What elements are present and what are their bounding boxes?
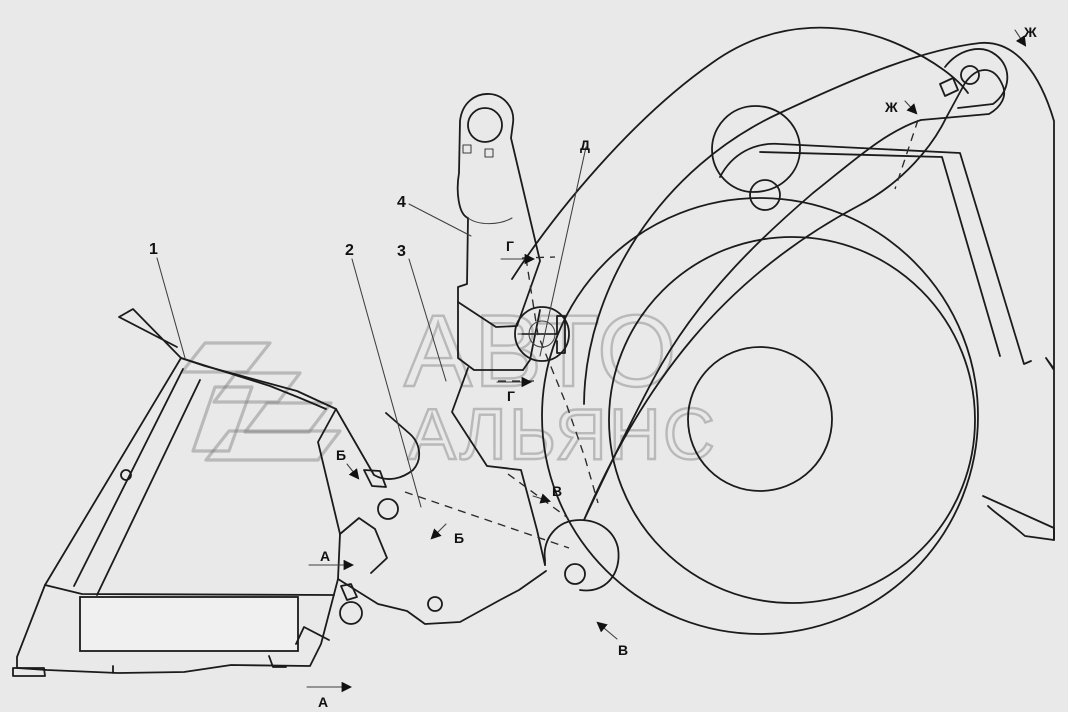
section-label-zh-top: Ж xyxy=(1023,24,1037,40)
upper-link-top-hole xyxy=(467,107,503,143)
leader-d xyxy=(539,146,587,357)
section-zh-mid-arrow xyxy=(904,100,918,115)
lift-arm-main-beam xyxy=(583,69,1006,521)
guide-b xyxy=(404,491,570,549)
guide-zh xyxy=(894,119,919,190)
bucket-side-hole xyxy=(120,469,132,481)
bucket-upper-link-pin xyxy=(363,469,387,488)
bucket-upper-link-shape xyxy=(335,408,420,480)
section-b-lower-arrow xyxy=(430,523,447,540)
lift-arm-lower-pivot-shape xyxy=(543,519,620,592)
bucket-link-lower-edge xyxy=(337,570,547,625)
bucket-lower-link-pin xyxy=(340,583,358,601)
rear-frame-inner-line xyxy=(759,151,1001,357)
bucket-top-lip xyxy=(118,308,182,359)
upper-link-bolt-1 xyxy=(462,144,472,154)
bucket-upper-link-hole xyxy=(377,498,399,520)
section-v-upper-arrow xyxy=(532,493,552,504)
leaders xyxy=(156,146,587,508)
section-label-a-top: А xyxy=(320,548,330,564)
rear-frame-outline xyxy=(719,142,1032,365)
callout-labels: 1 2 3 4 xyxy=(149,194,406,260)
bucket-inner-slope xyxy=(73,368,184,587)
bucket-bolt-foot xyxy=(268,655,287,668)
lift-arm-front-lower-edge xyxy=(451,367,546,566)
upper-link-lower-plate xyxy=(457,301,524,371)
lift-arm xyxy=(451,26,1009,592)
section-labels: А А Б Б В В Г Г Д Ж Ж xyxy=(318,24,1037,710)
section-label-d: Д xyxy=(580,137,590,153)
bucket-assembly xyxy=(12,308,547,677)
section-label-b-lower: Б xyxy=(454,530,464,546)
section-label-a-bottom: А xyxy=(318,694,328,710)
bucket-lower-link-shape xyxy=(339,517,388,574)
section-label-g-lower: Г xyxy=(507,388,515,404)
watermark-logo xyxy=(180,341,342,462)
bucket-floor-panel xyxy=(79,596,299,652)
lift-arm-lower-hole xyxy=(564,563,586,585)
bucket-lug xyxy=(295,626,330,645)
upper-link-bolt-2 xyxy=(484,148,494,158)
bucket-toe xyxy=(12,667,46,677)
pivot-bolt xyxy=(521,315,566,354)
upper-linkage xyxy=(456,93,541,371)
watermark-line-2: АЛЬЯНС xyxy=(408,395,717,475)
upper-link-bottom-curve xyxy=(467,217,513,225)
leader-3 xyxy=(408,258,447,382)
bucket-lower-link-hole xyxy=(339,601,363,625)
bucket-side-brace xyxy=(96,379,201,596)
top-pin-plate xyxy=(944,48,1009,109)
top-lock-pin xyxy=(939,77,959,97)
section-label-zh-mid: Ж xyxy=(884,99,898,115)
linkage-center-hole xyxy=(427,596,443,612)
section-markers xyxy=(306,29,1027,693)
lift-arm-top-curve xyxy=(511,26,969,280)
upper-link-lower-edge xyxy=(522,309,541,371)
fender-body xyxy=(583,42,1055,541)
callout-2: 2 xyxy=(345,242,354,259)
section-label-v-lower: В xyxy=(618,642,628,658)
section-label-b-upper: Б xyxy=(336,447,346,463)
guide-g-vertical xyxy=(525,257,599,504)
rear-pivot-hole xyxy=(749,179,781,211)
leader-2 xyxy=(351,258,422,508)
rear-fender-tail xyxy=(982,495,1055,541)
guide-v xyxy=(507,473,569,519)
section-label-v-upper: В xyxy=(552,483,562,499)
upper-link-arm xyxy=(456,93,541,328)
bucket-bottom-edge xyxy=(44,584,335,596)
top-pin-hole xyxy=(960,65,980,85)
callout-3: 3 xyxy=(397,243,406,260)
leader-4 xyxy=(408,203,472,237)
callout-4: 4 xyxy=(397,194,406,211)
bucket-upper-slope xyxy=(180,357,327,410)
wheel-hub xyxy=(687,346,833,492)
pivot-ring xyxy=(514,306,570,362)
watermark-text: АВТО АЛЬЯНС xyxy=(403,293,717,476)
leader-1 xyxy=(156,257,186,359)
rear-pivot-boss xyxy=(711,105,801,193)
wheel-assembly xyxy=(541,42,1055,635)
mid-wheel xyxy=(608,236,976,604)
section-v-lower-arrow xyxy=(596,621,618,640)
section-zh-top-arrow xyxy=(1014,29,1027,47)
outer-wheel xyxy=(541,197,979,635)
section-b-upper-arrow xyxy=(346,463,360,480)
section-label-g-upper: Г xyxy=(506,238,514,254)
callout-1: 1 xyxy=(149,241,158,258)
